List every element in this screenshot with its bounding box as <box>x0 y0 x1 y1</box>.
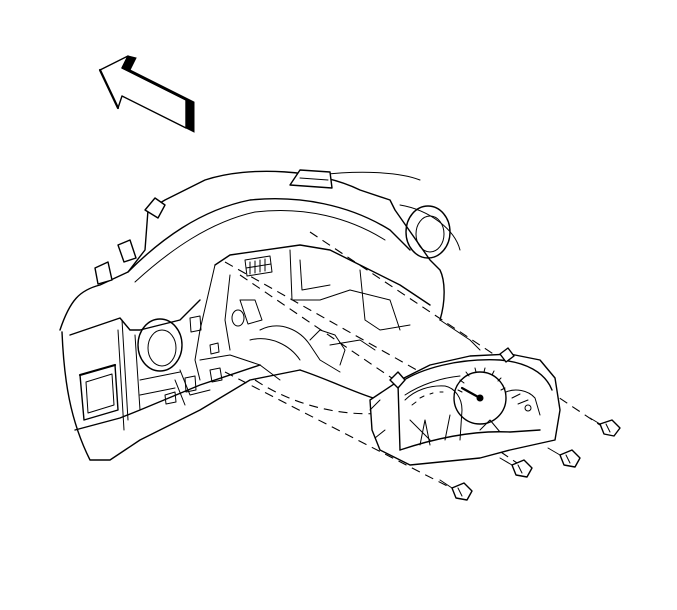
instrument-panel-carrier <box>59 169 481 461</box>
bolt-icon <box>499 457 533 478</box>
bolt-icon <box>589 417 621 437</box>
bolt-icon <box>439 479 473 501</box>
bolt-icon <box>547 447 581 468</box>
forward-arrow-icon <box>98 55 195 133</box>
instrument-cluster <box>369 347 561 466</box>
